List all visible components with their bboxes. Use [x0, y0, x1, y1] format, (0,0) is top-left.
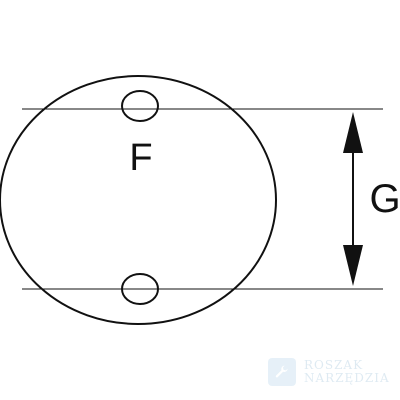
top-arrowhead: [343, 112, 363, 153]
lower-hole: [121, 273, 159, 305]
f-label: F: [129, 137, 152, 179]
wrench-icon: [268, 358, 296, 386]
roszak-watermark: Roszak Narzędzia: [268, 352, 400, 392]
upper-hole: [121, 90, 159, 122]
watermark-line-2: Narzędzia: [304, 371, 390, 385]
watermark-text: Roszak Narzędzia: [304, 359, 390, 384]
watermark-line-1: Roszak: [304, 358, 364, 373]
g-label: G: [369, 177, 400, 221]
bottom-arrowhead: [343, 245, 363, 286]
plate-outline: [0, 75, 277, 325]
